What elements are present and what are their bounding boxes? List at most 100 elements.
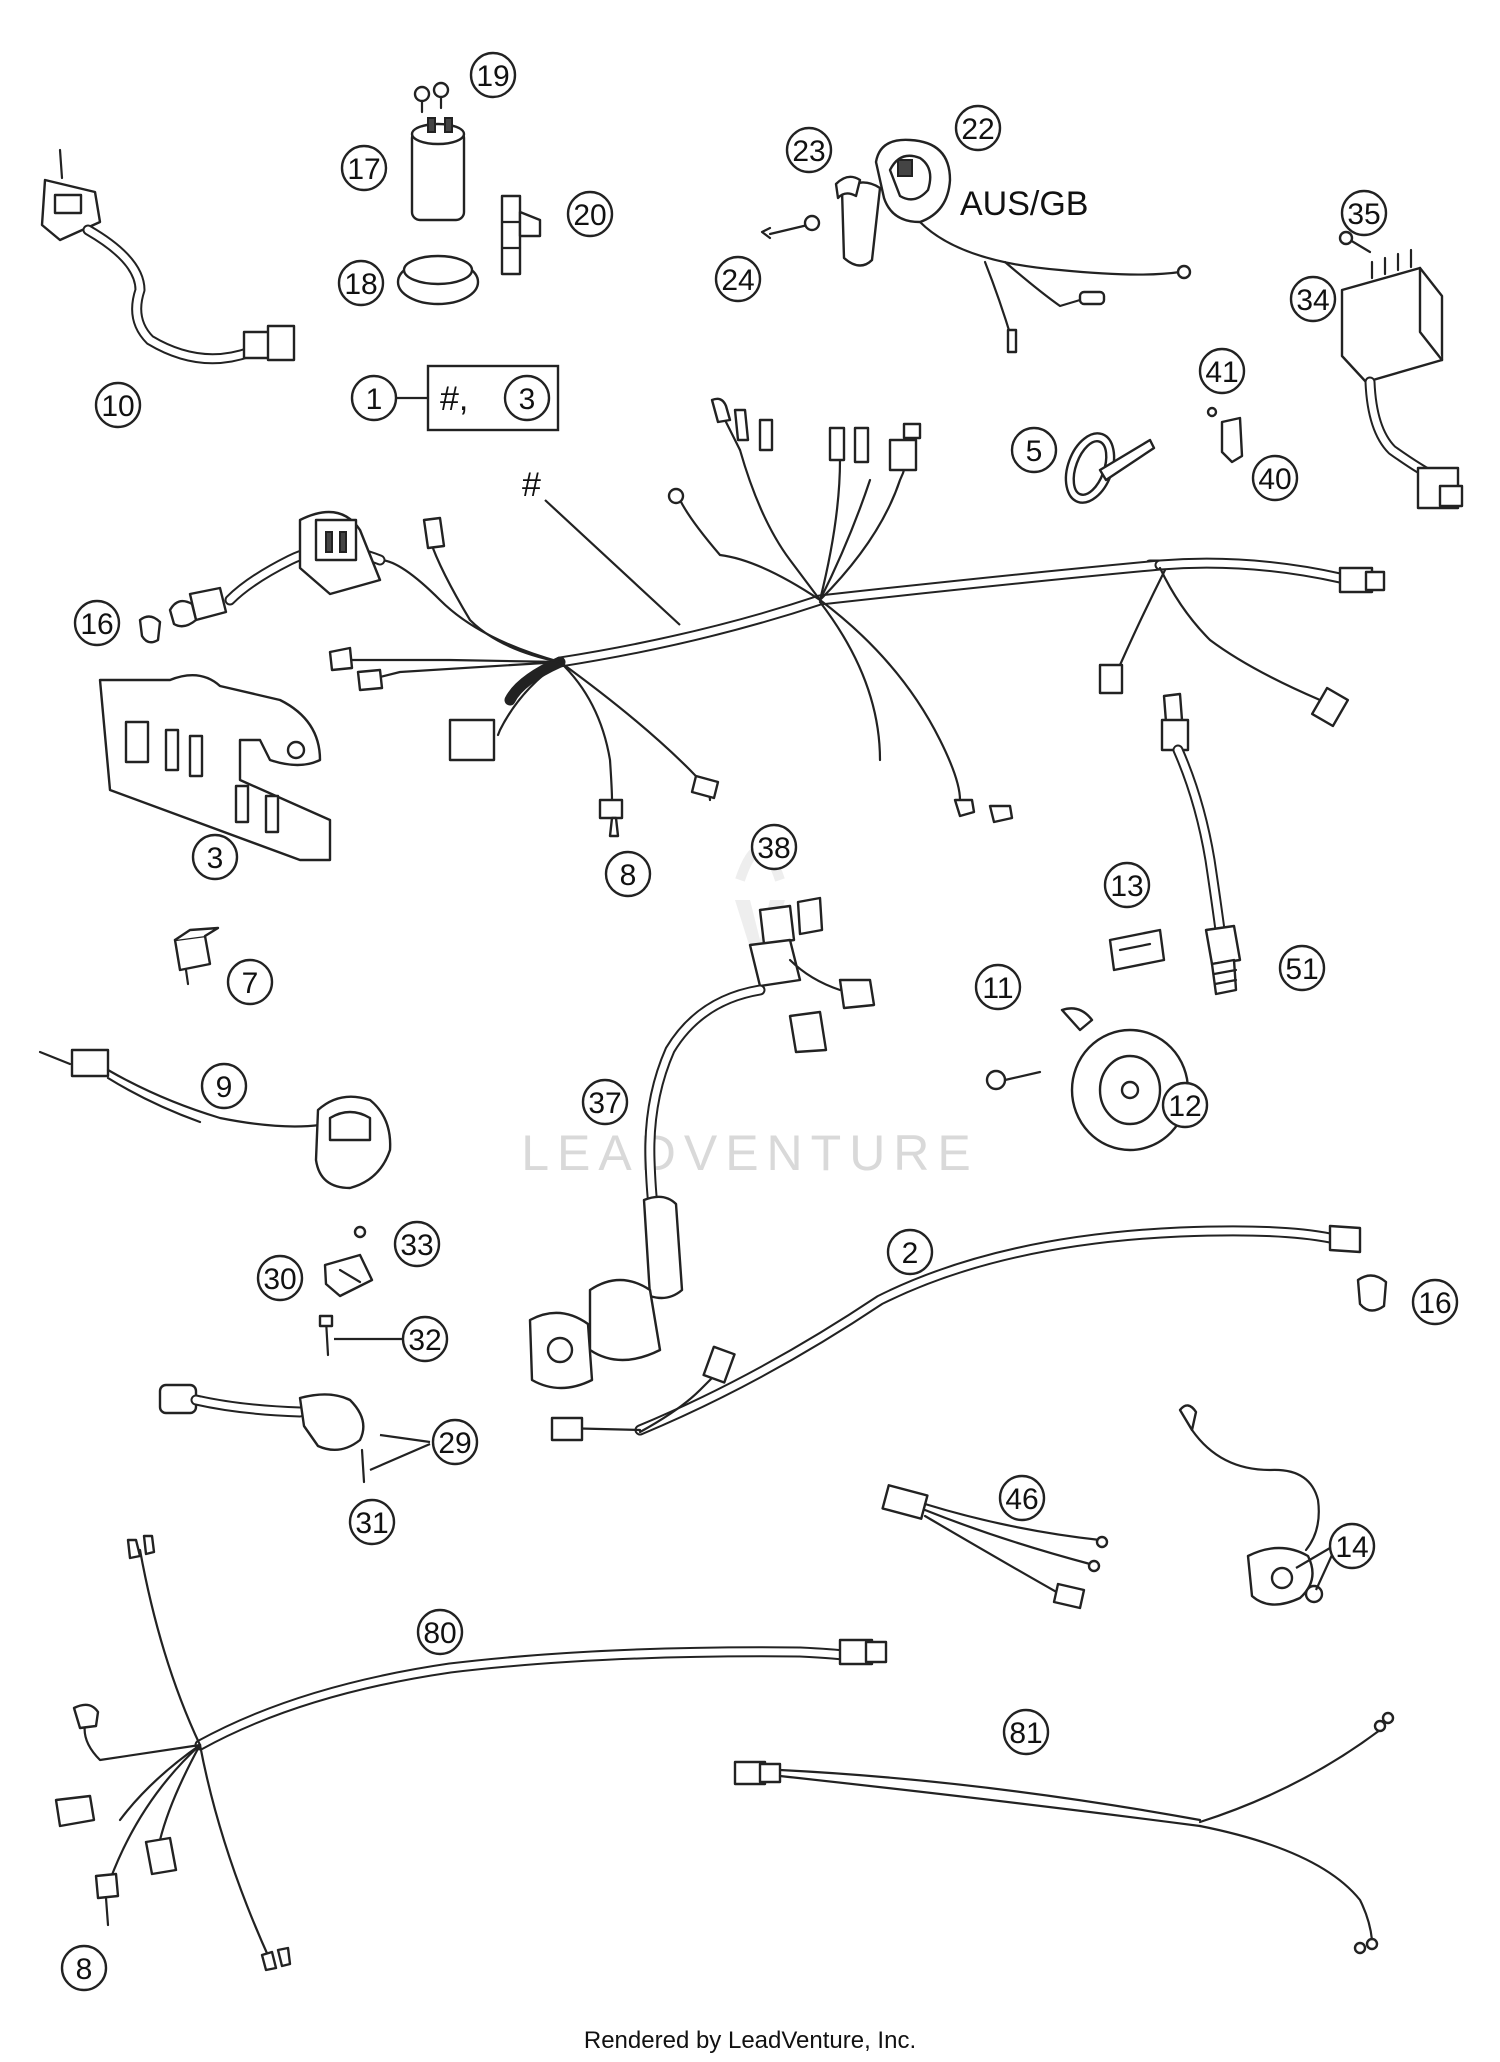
part-16-bulb-lower bbox=[1356, 1274, 1388, 1312]
svg-text:3: 3 bbox=[207, 842, 224, 875]
svg-text:12: 12 bbox=[1168, 1090, 1201, 1123]
callout-80: 80 bbox=[416, 1608, 464, 1656]
callout-81: 81 bbox=[1002, 1708, 1050, 1756]
callout-9: 9 bbox=[200, 1062, 248, 1110]
callout-51: 51 bbox=[1278, 944, 1326, 992]
callout-32: 32 bbox=[334, 1315, 449, 1363]
svg-text:24: 24 bbox=[721, 264, 754, 297]
svg-text:16: 16 bbox=[1418, 1287, 1451, 1320]
svg-text:80: 80 bbox=[423, 1617, 456, 1650]
callout-8-lower: 8 bbox=[60, 1944, 108, 1992]
svg-text:22: 22 bbox=[961, 113, 994, 146]
part-16-bulb-upper bbox=[138, 615, 162, 644]
svg-text:3: 3 bbox=[519, 383, 536, 416]
svg-text:7: 7 bbox=[242, 967, 259, 1000]
callout-38: 38 bbox=[750, 823, 798, 871]
part-14-sensor-cable bbox=[1178, 1404, 1324, 1606]
variant-label: AUS/GB bbox=[960, 185, 1088, 223]
bracket-40-41 bbox=[1206, 406, 1244, 464]
part-9-switch bbox=[38, 1048, 392, 1190]
part-2-cable bbox=[550, 1224, 1362, 1442]
horn-assembly bbox=[985, 928, 1190, 1152]
harness-hash-label: # bbox=[522, 466, 541, 504]
callout-18: 18 bbox=[337, 259, 385, 307]
svg-text:51: 51 bbox=[1285, 953, 1318, 986]
svg-text:20: 20 bbox=[573, 199, 606, 232]
svg-text:35: 35 bbox=[1347, 198, 1380, 231]
svg-text:8: 8 bbox=[76, 1953, 93, 1986]
callout-37: 37 bbox=[581, 1078, 629, 1126]
svg-text:34: 34 bbox=[1296, 284, 1329, 317]
callout-2: 2 bbox=[886, 1228, 934, 1276]
callout-40: 40 bbox=[1251, 454, 1299, 502]
svg-text:32: 32 bbox=[408, 1324, 441, 1357]
footer-credit: Rendered by LeadVenture, Inc. bbox=[584, 2027, 916, 2054]
callout-41: 41 bbox=[1198, 347, 1246, 395]
callout-30: 30 bbox=[256, 1254, 304, 1302]
callout-7: 7 bbox=[226, 958, 274, 1006]
svg-text:46: 46 bbox=[1005, 1483, 1038, 1516]
callout-20: 20 bbox=[566, 190, 614, 238]
svg-text:11: 11 bbox=[982, 972, 1013, 1005]
svg-text:5: 5 bbox=[1026, 435, 1043, 468]
svg-text:37: 37 bbox=[588, 1087, 621, 1120]
callout-24: 24 bbox=[714, 255, 762, 303]
part-7-relay bbox=[173, 926, 220, 986]
svg-text:29: 29 bbox=[438, 1427, 471, 1460]
svg-text:1: 1 bbox=[366, 383, 383, 416]
capacitor-set bbox=[396, 81, 542, 306]
svg-text:9: 9 bbox=[216, 1071, 233, 1104]
svg-text:16: 16 bbox=[80, 608, 113, 641]
callout-23: 23 bbox=[785, 126, 833, 174]
voltage-regulator bbox=[1338, 230, 1464, 510]
main-wiring-harness: # bbox=[168, 397, 1386, 838]
callout-17: 17 bbox=[340, 144, 388, 192]
svg-text:31: 31 bbox=[355, 1507, 388, 1540]
part-80-harness bbox=[54, 1534, 888, 1972]
svg-text:40: 40 bbox=[1258, 463, 1291, 496]
svg-text:13: 13 bbox=[1110, 870, 1143, 903]
callout-35: 35 bbox=[1340, 189, 1388, 237]
svg-text:8: 8 bbox=[620, 859, 637, 892]
svg-text:18: 18 bbox=[344, 268, 377, 301]
part-81-cable bbox=[733, 1711, 1395, 1955]
parts-30-32-33 bbox=[318, 1225, 374, 1357]
callout-16-upper: 16 bbox=[73, 599, 121, 647]
callout-46: 46 bbox=[998, 1474, 1046, 1522]
aus-gb-switch: AUS/GB bbox=[760, 138, 1192, 354]
parts-37-38-ignition-cable bbox=[528, 896, 876, 1390]
watermark: LEADVENTURE bbox=[521, 845, 979, 1181]
part-10-switch-cable bbox=[40, 148, 296, 365]
callout-14: 14 bbox=[1295, 1522, 1376, 1591]
svg-text:17: 17 bbox=[347, 153, 380, 186]
cable-tie-5 bbox=[1064, 432, 1156, 504]
callout-13: 13 bbox=[1103, 861, 1151, 909]
svg-text:41: 41 bbox=[1205, 356, 1238, 389]
callout-12: 12 bbox=[1161, 1081, 1209, 1129]
callout-16-lower: 16 bbox=[1411, 1278, 1459, 1326]
svg-text:14: 14 bbox=[1335, 1531, 1368, 1564]
callout-3-in-box: 3 bbox=[503, 374, 551, 422]
svg-text:38: 38 bbox=[757, 832, 790, 865]
callout-33: 33 bbox=[393, 1220, 441, 1268]
watermark-text: LEADVENTURE bbox=[521, 1125, 979, 1181]
callouts: 1 3 2 3 5 7 8 8 bbox=[60, 51, 1459, 1992]
part-51-sensor bbox=[1160, 692, 1242, 996]
svg-text:23: 23 bbox=[792, 135, 825, 168]
svg-text:81: 81 bbox=[1009, 1717, 1042, 1750]
callout-8-upper: 8 bbox=[604, 850, 652, 898]
callout-29: 29 bbox=[431, 1418, 479, 1466]
callout-11: 11 bbox=[974, 963, 1022, 1011]
svg-text:10: 10 bbox=[101, 390, 134, 423]
part-3-bracket-plate bbox=[98, 674, 332, 862]
callout-10: 10 bbox=[94, 381, 142, 429]
svg-text:19: 19 bbox=[476, 60, 509, 93]
kit-hash-label: #, bbox=[440, 380, 468, 418]
callout-22: 22 bbox=[954, 104, 1002, 152]
svg-text:33: 33 bbox=[400, 1229, 433, 1262]
callout-1: 1 bbox=[350, 374, 398, 422]
part-46-adapter-cable bbox=[881, 1484, 1109, 1610]
parts-29-31 bbox=[158, 1383, 431, 1484]
callout-34: 34 bbox=[1289, 275, 1337, 323]
